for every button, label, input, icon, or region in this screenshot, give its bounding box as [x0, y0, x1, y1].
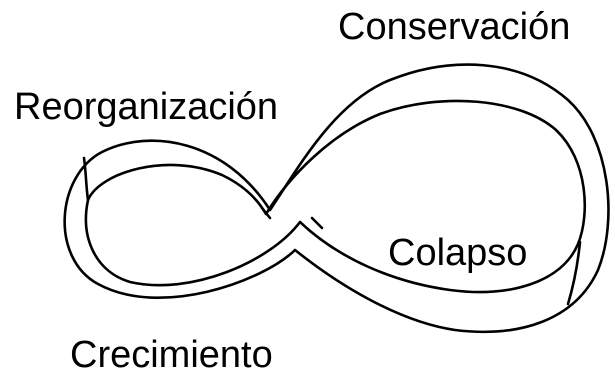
label-colapso: Colapso — [388, 232, 528, 274]
loop-outer-edge — [63, 63, 610, 334]
label-reorganizacion: Reorganización — [14, 86, 279, 128]
crossing-mark-left — [260, 206, 272, 220]
loop-inner-edge — [84, 99, 587, 294]
ribbon-end-left — [82, 156, 90, 202]
crossing-mark-right — [310, 216, 324, 230]
label-crecimiento: Crecimiento — [70, 334, 273, 376]
label-conservacion: Conservación — [338, 6, 571, 48]
ribbon-end-right — [566, 240, 582, 306]
